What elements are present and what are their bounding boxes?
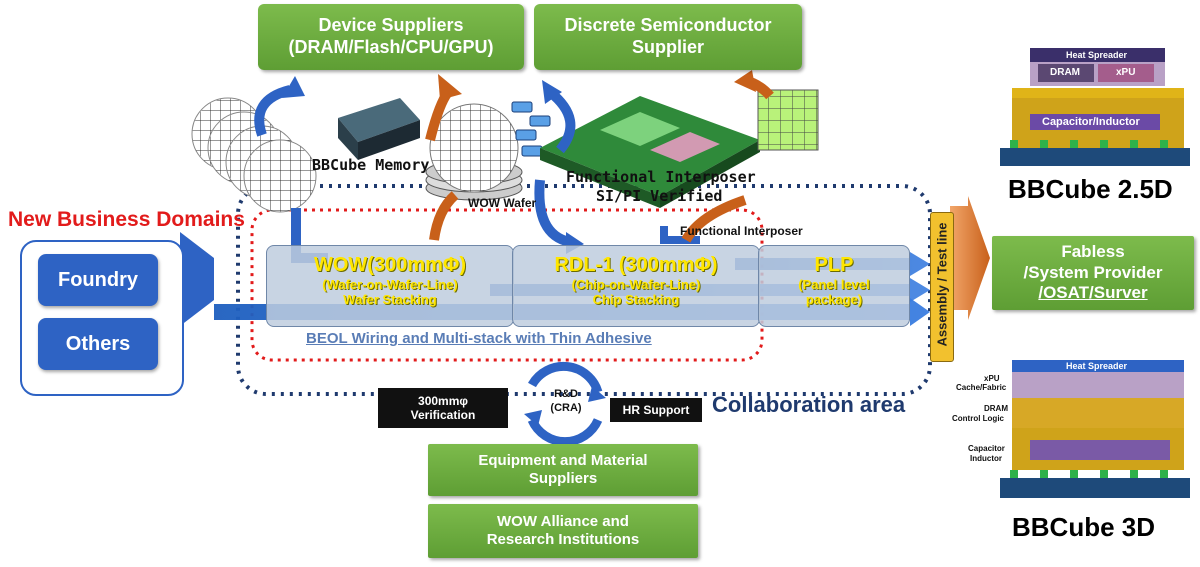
heat-spreader-3d-label: Heat Spreader xyxy=(1066,361,1128,371)
functional-interposer-icon xyxy=(540,96,760,208)
inductor-3d-label: Inductor xyxy=(970,454,1002,463)
stage-rdl-desc: Chip Stacking xyxy=(592,292,680,307)
wafer-stack-icon xyxy=(191,97,317,213)
stage-wow-sub: (Wafer-on-Wafer-Line) xyxy=(322,277,458,292)
stage-wow-title: WOW(300mmΦ) xyxy=(314,254,466,276)
foundry-box: Foundry xyxy=(38,254,158,306)
bbcube-25d-title: BBCube 2.5D xyxy=(1008,174,1173,204)
assembly-test-line: Assembly / Test line xyxy=(930,212,954,362)
control-logic-3d-label: Control Logic xyxy=(952,414,1004,423)
stage-plp-desc: package) xyxy=(805,292,863,307)
curve-arrow-1 xyxy=(254,85,292,137)
device-suppliers-line1: Device Suppliers xyxy=(318,15,464,36)
beol-label: BEOL Wiring and Multi-stack with Thin Ad… xyxy=(306,330,652,347)
functional-interposer-label-2: SI/PI Verified xyxy=(596,187,723,205)
dram-3d-label: DRAM xyxy=(984,404,1008,413)
bbcube-25d-diagram xyxy=(1000,48,1190,166)
rd-line1: R&D xyxy=(554,388,578,400)
heat-spreader-25d-label: Heat Spreader xyxy=(1066,50,1128,60)
verification-line2: Verification xyxy=(410,408,476,422)
assembly-arrow xyxy=(950,196,990,320)
stage-wow: WOW(300mmΦ) (Wafer-on-Wafer-Line) Wafer … xyxy=(266,245,514,327)
stage-rdl-sub: (Chip-on-Wafer-Line) xyxy=(571,277,701,292)
verification-line1: 300mmφ xyxy=(418,394,468,408)
collaboration-area-border xyxy=(236,184,932,396)
stacked-wafer-icon xyxy=(425,103,523,201)
stage-rdl: RDL-1 (300mmΦ) (Chip-on-Wafer-Line) Chip… xyxy=(512,245,760,327)
capacitor-3d-label: Capacitor xyxy=(968,444,1005,453)
device-suppliers-line2: (DRAM/Flash/CPU/GPU) xyxy=(288,37,494,57)
wow-wafer-label: WOW Wafer xyxy=(468,196,537,210)
device-suppliers-box: Device Suppliers (DRAM/Flash/CPU/GPU) xyxy=(258,4,524,70)
fabless-line2: /System Provider xyxy=(1023,262,1163,282)
alliance-line2: Research Institutions xyxy=(486,531,640,548)
xpu-25d-label: xPU xyxy=(1116,67,1136,78)
cap-25d-label: Capacitor/Inductor xyxy=(1042,116,1140,128)
drop-arrow-rdl xyxy=(534,179,572,247)
orange-up-arrow-1 xyxy=(429,191,459,241)
hr-support-box: HR Support xyxy=(610,398,702,422)
dram-25d-label: DRAM xyxy=(1050,67,1080,78)
xpu-3d-label: xPU xyxy=(984,374,1000,383)
alliance-line1: WOW Alliance and xyxy=(497,513,629,530)
equipment-suppliers-box: Equipment and Material Suppliers xyxy=(428,444,698,496)
bbcube-3d-diagram xyxy=(1000,360,1190,498)
stage-wow-desc: Wafer Stacking xyxy=(343,292,437,307)
stage-plp-sub: (Panel level xyxy=(798,277,870,292)
cache-3d-label: Cache/Fabric xyxy=(956,383,1007,392)
beol-area-border xyxy=(250,208,764,362)
rd-center-label: R&D (CRA) xyxy=(536,388,596,416)
fabless-line3: /OSAT/Surver xyxy=(1038,283,1148,303)
wow-alliance-box: WOW Alliance and Research Institutions xyxy=(428,504,698,558)
functional-interposer-small-label: Functional Interposer xyxy=(680,224,803,238)
discrete-supplier-line2: Supplier xyxy=(631,37,704,57)
new-business-domains-title: New Business Domains xyxy=(8,208,245,231)
bbcube-memory-label: BBCube Memory xyxy=(312,156,430,174)
collaboration-area-label: Collaboration area xyxy=(712,392,906,417)
stage-plp: PLP (Panel level package) xyxy=(758,245,910,327)
rd-cycle-icon xyxy=(524,361,606,447)
bbcube-memory-icon xyxy=(338,98,420,160)
discrete-supplier-line1: Discrete Semiconductor xyxy=(564,15,772,36)
green-grid-chip-icon xyxy=(757,89,819,151)
functional-interposer-label-1: Functional Interposer xyxy=(566,168,756,186)
stage-rdl-title: RDL-1 (300mmΦ) xyxy=(554,254,718,276)
equipment-line1: Equipment and Material xyxy=(478,452,648,469)
rd-line2: (CRA) xyxy=(550,401,582,414)
discrete-supplier-box: Discrete Semiconductor Supplier xyxy=(534,4,802,70)
orange-up-arrow-2 xyxy=(681,195,747,243)
domains-arrow xyxy=(180,232,214,326)
others-box: Others xyxy=(38,318,158,370)
chip-pieces-icon xyxy=(511,101,551,157)
fabless-line1: Fabless xyxy=(1061,242,1125,262)
equipment-line2: Suppliers xyxy=(528,470,598,487)
bbcube-3d-title: BBCube 3D xyxy=(1012,512,1156,542)
curve-arrow-3 xyxy=(546,88,576,154)
stage-plp-title: PLP xyxy=(814,254,854,276)
verification-box: 300mmφ Verification xyxy=(378,388,508,428)
assembly-test-label: Assembly / Test line xyxy=(934,222,950,347)
fabless-box: Fabless /System Provider /OSAT/Surver xyxy=(992,236,1194,310)
